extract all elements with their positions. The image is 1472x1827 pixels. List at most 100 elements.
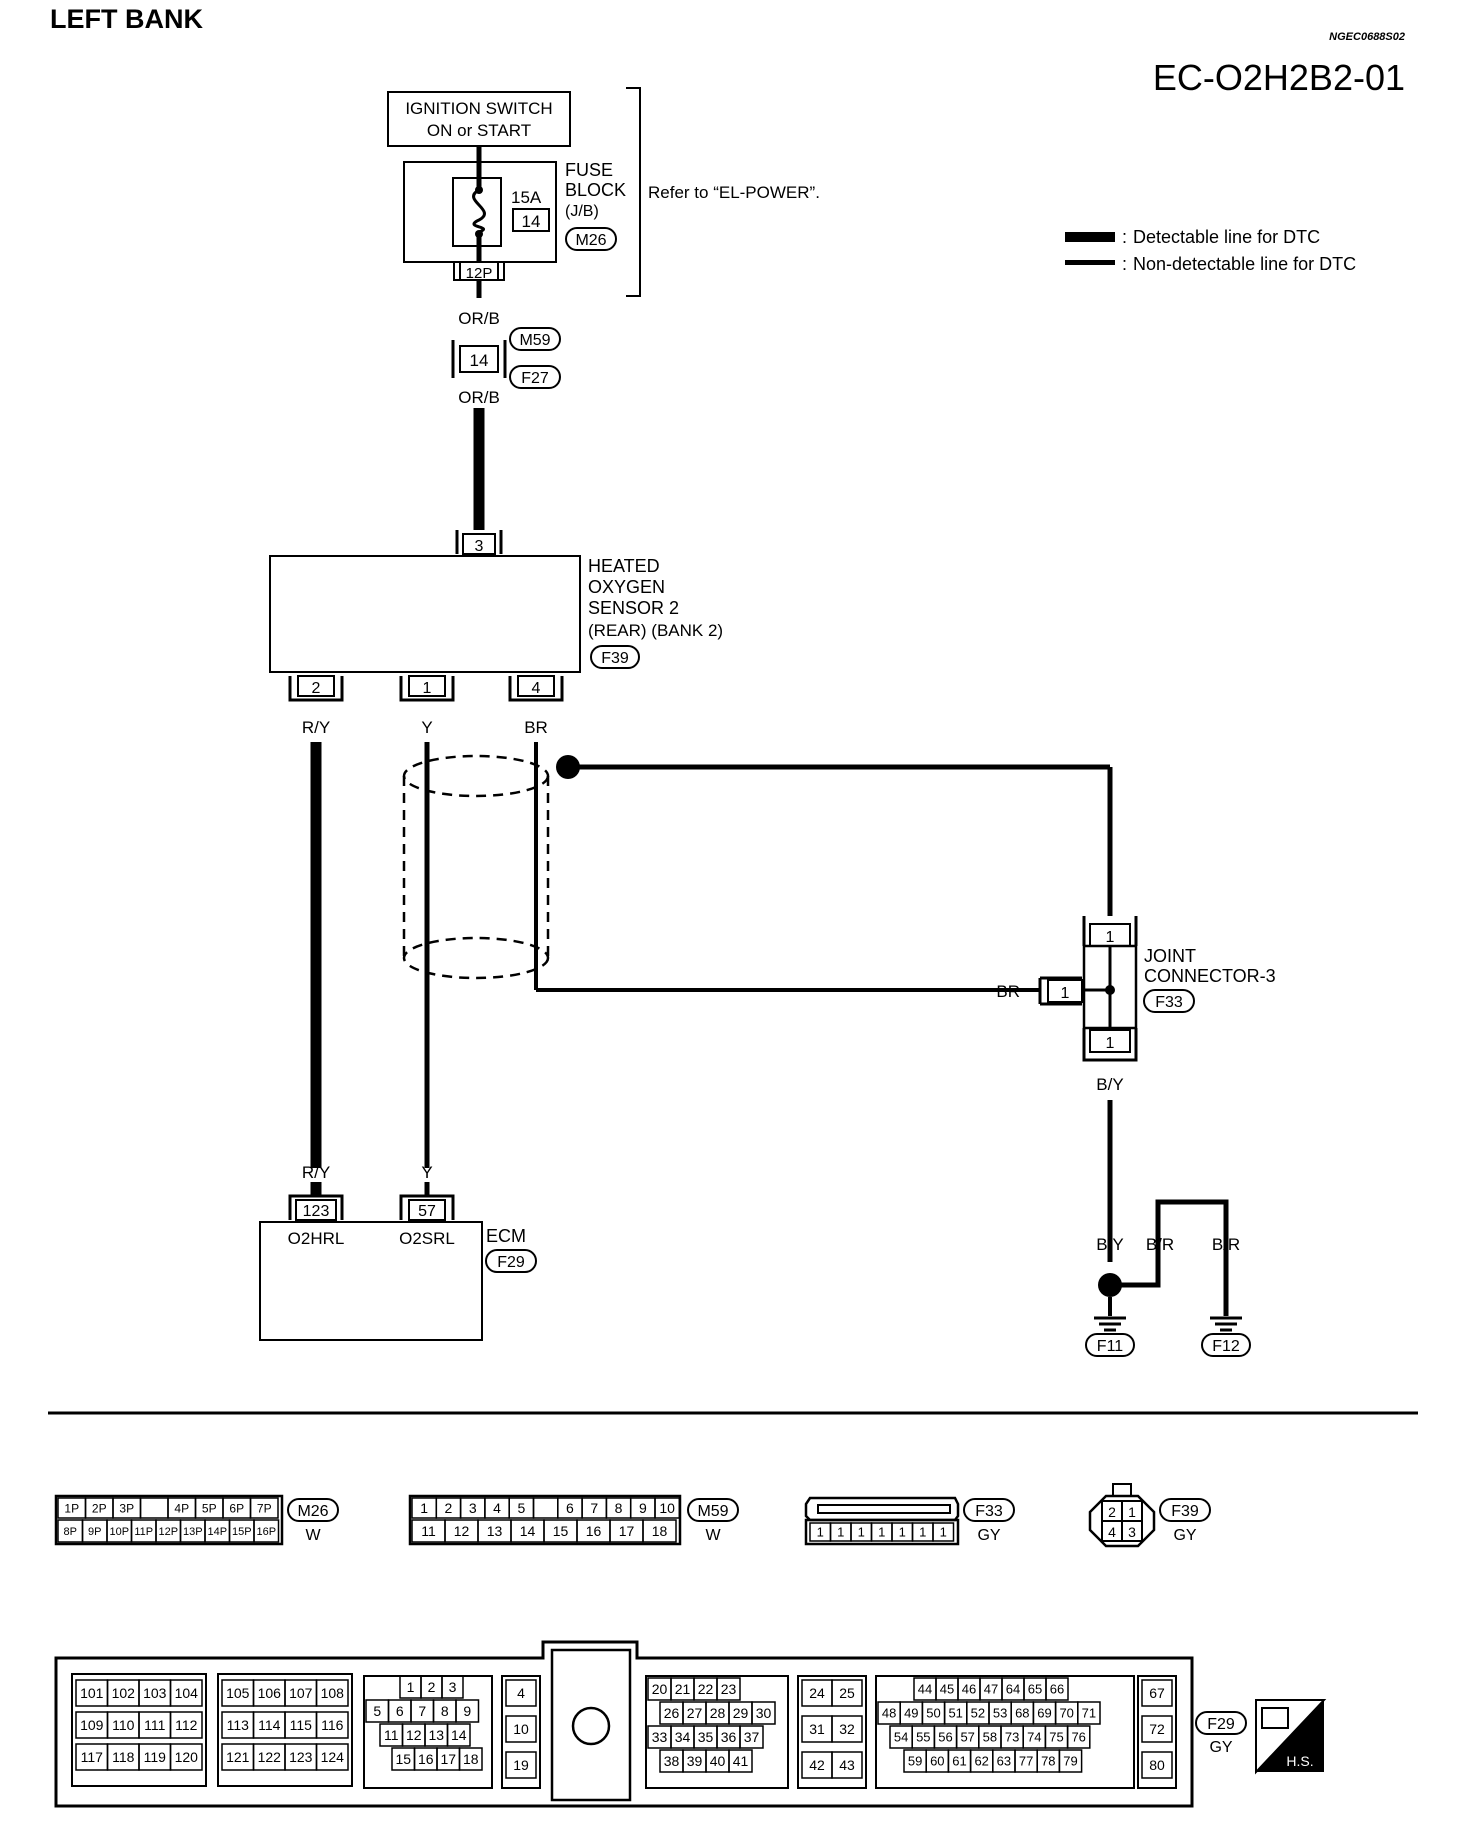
ignition-label-2: ON or START [427, 121, 531, 140]
m59-pin-7: 7 [590, 1500, 598, 1516]
f29-pin-118: 118 [112, 1749, 135, 1765]
f29-pin-50: 50 [926, 1706, 940, 1721]
f29-pin-32: 32 [839, 1721, 855, 1737]
ignition-switch: IGNITION SWITCH ON or START [387, 91, 571, 147]
f29-pin-39: 39 [687, 1753, 703, 1769]
f29-pin-124: 124 [321, 1749, 345, 1765]
fuse-bottom-connector: 12P [466, 265, 493, 282]
m26-pin-3P: 3P [119, 1501, 134, 1515]
svg-text:2: 2 [312, 680, 321, 697]
m59-pin-11: 11 [421, 1523, 436, 1539]
f29-latch-icon [571, 1706, 611, 1746]
f29-pin-60: 60 [930, 1754, 944, 1769]
ground-splice-dot [1098, 1273, 1122, 1297]
ground-symbol-1 [1094, 1316, 1126, 1332]
section-title: LEFT BANK [50, 4, 203, 34]
f29-pin-10-cell [505, 1715, 537, 1743]
joint-connector-3: 1 1 BR 1 JOINT CONNECTOR-3 F33 B/Y [996, 916, 1276, 1094]
m26-pin-8P: 8P [64, 1526, 77, 1538]
f29-pin-80: 80 [1149, 1757, 1165, 1773]
joint-label-2: CONNECTOR-3 [1144, 966, 1276, 986]
f29-pin-72-cell [1141, 1715, 1173, 1743]
f29-pin-64: 64 [1006, 1682, 1020, 1697]
f29-pin-18-cell [458, 1747, 483, 1771]
f33-pin-1: 1 [858, 1525, 865, 1540]
f29-pin-19-cell [505, 1751, 537, 1779]
sensor-pin-1: 1 [399, 675, 455, 702]
sensor-label-3: SENSOR 2 [588, 598, 679, 618]
f29-pin-22: 22 [698, 1681, 714, 1697]
f29-pin-103: 103 [143, 1685, 167, 1701]
joint-wire-bottom: B/Y [1096, 1075, 1123, 1094]
fuse-label-3: (J/B) [565, 203, 599, 220]
f29-pin-17: 17 [440, 1751, 456, 1767]
connector-view-f39: 2 1 4 3 F39 GY [1088, 1483, 1211, 1548]
f29-pin-104-cell [169, 1679, 203, 1707]
f29-id: F29 [1207, 1716, 1235, 1733]
wire-label-ry: R/Y [302, 718, 330, 737]
f29-pin-26: 26 [664, 1705, 680, 1721]
f29-pin-54: 54 [894, 1730, 908, 1745]
f29-pin-120: 120 [175, 1749, 199, 1765]
f29-pin-112: 112 [175, 1717, 198, 1733]
f29-pin-23: 23 [721, 1681, 737, 1697]
f29-pin-67: 67 [1149, 1685, 1165, 1701]
f29-pin-116-cell [315, 1711, 349, 1739]
legend-non-detectable: Non-detectable line for DTC [1133, 254, 1356, 274]
sensor-pin-4: 4 [508, 675, 564, 702]
f29-pin-52: 52 [971, 1706, 985, 1721]
f29-pin-20: 20 [652, 1681, 668, 1697]
f29-pin-37-cell [739, 1725, 764, 1749]
m59-pin-1: 1 [420, 1500, 428, 1516]
f29-pin-76-cell [1066, 1725, 1091, 1749]
m59-pin-16: 16 [586, 1523, 602, 1539]
m59-color: W [705, 1527, 721, 1544]
f29-pin-29: 29 [733, 1705, 749, 1721]
f29-pin-68: 68 [1015, 1706, 1029, 1721]
wire-orb-bottom: OR/B [458, 388, 500, 407]
f29-pin-2: 2 [428, 1679, 436, 1695]
f29-pin-123: 123 [289, 1749, 313, 1765]
f29-pin-30-cell [751, 1701, 776, 1725]
f29-pin-55: 55 [916, 1730, 930, 1745]
f29-pin-70: 70 [1059, 1706, 1073, 1721]
m26-pin-10P: 10P [109, 1526, 129, 1538]
f29-pin-116: 116 [321, 1717, 344, 1733]
wire-label-br: BR [524, 718, 548, 737]
f29-pin-40: 40 [710, 1753, 726, 1769]
f29-pin-78: 78 [1041, 1754, 1055, 1769]
joint-terminal: 14 [470, 351, 489, 370]
f29-pin-48: 48 [882, 1706, 896, 1721]
m26-pin-12P: 12P [158, 1526, 178, 1538]
f29-pin-110: 110 [112, 1717, 135, 1733]
f29-pin-27: 27 [687, 1705, 703, 1721]
f29-pin-42: 42 [809, 1757, 825, 1773]
f29-pin-107: 107 [289, 1685, 313, 1701]
m59-pin-14: 14 [520, 1523, 536, 1539]
f29-pin-53: 53 [993, 1706, 1007, 1721]
m26-pin-9P: 9P [88, 1526, 101, 1538]
fuse-terminal: 14 [522, 212, 541, 231]
ecm: R/Y Y 123 57 O2HRL O2SRL ECM F29 [259, 1163, 537, 1341]
m59-pin-18-cell [642, 1519, 677, 1543]
harness-side-icon: H.S. [1255, 1699, 1327, 1775]
ecm-pin-123: 123 [303, 1203, 330, 1220]
sensor-pin-2: 2 [288, 675, 344, 702]
f29-pin-106: 106 [258, 1685, 282, 1701]
f29-pin-102: 102 [112, 1685, 136, 1701]
legend-thin-line [1065, 260, 1115, 265]
m26-pin-4P: 4P [174, 1501, 189, 1515]
ecm-wire-ry: R/Y [302, 1163, 330, 1182]
wire-label-y: Y [421, 718, 432, 737]
f29-pin-117: 117 [81, 1749, 104, 1765]
f29-pin-77: 77 [1019, 1754, 1033, 1769]
inline-joint-m59-f27: 14 M59 F27 [451, 327, 561, 389]
m26-pin-11P: 11P [134, 1526, 153, 1538]
f29-pin-79-cell [1058, 1749, 1083, 1773]
f29-pin-71: 71 [1082, 1706, 1096, 1721]
f29-pin-21: 21 [675, 1681, 691, 1697]
m59-pin-10-cell [654, 1497, 681, 1519]
f29-pin-109: 109 [80, 1717, 104, 1733]
joint-pin-left: 1 [1061, 985, 1070, 1002]
